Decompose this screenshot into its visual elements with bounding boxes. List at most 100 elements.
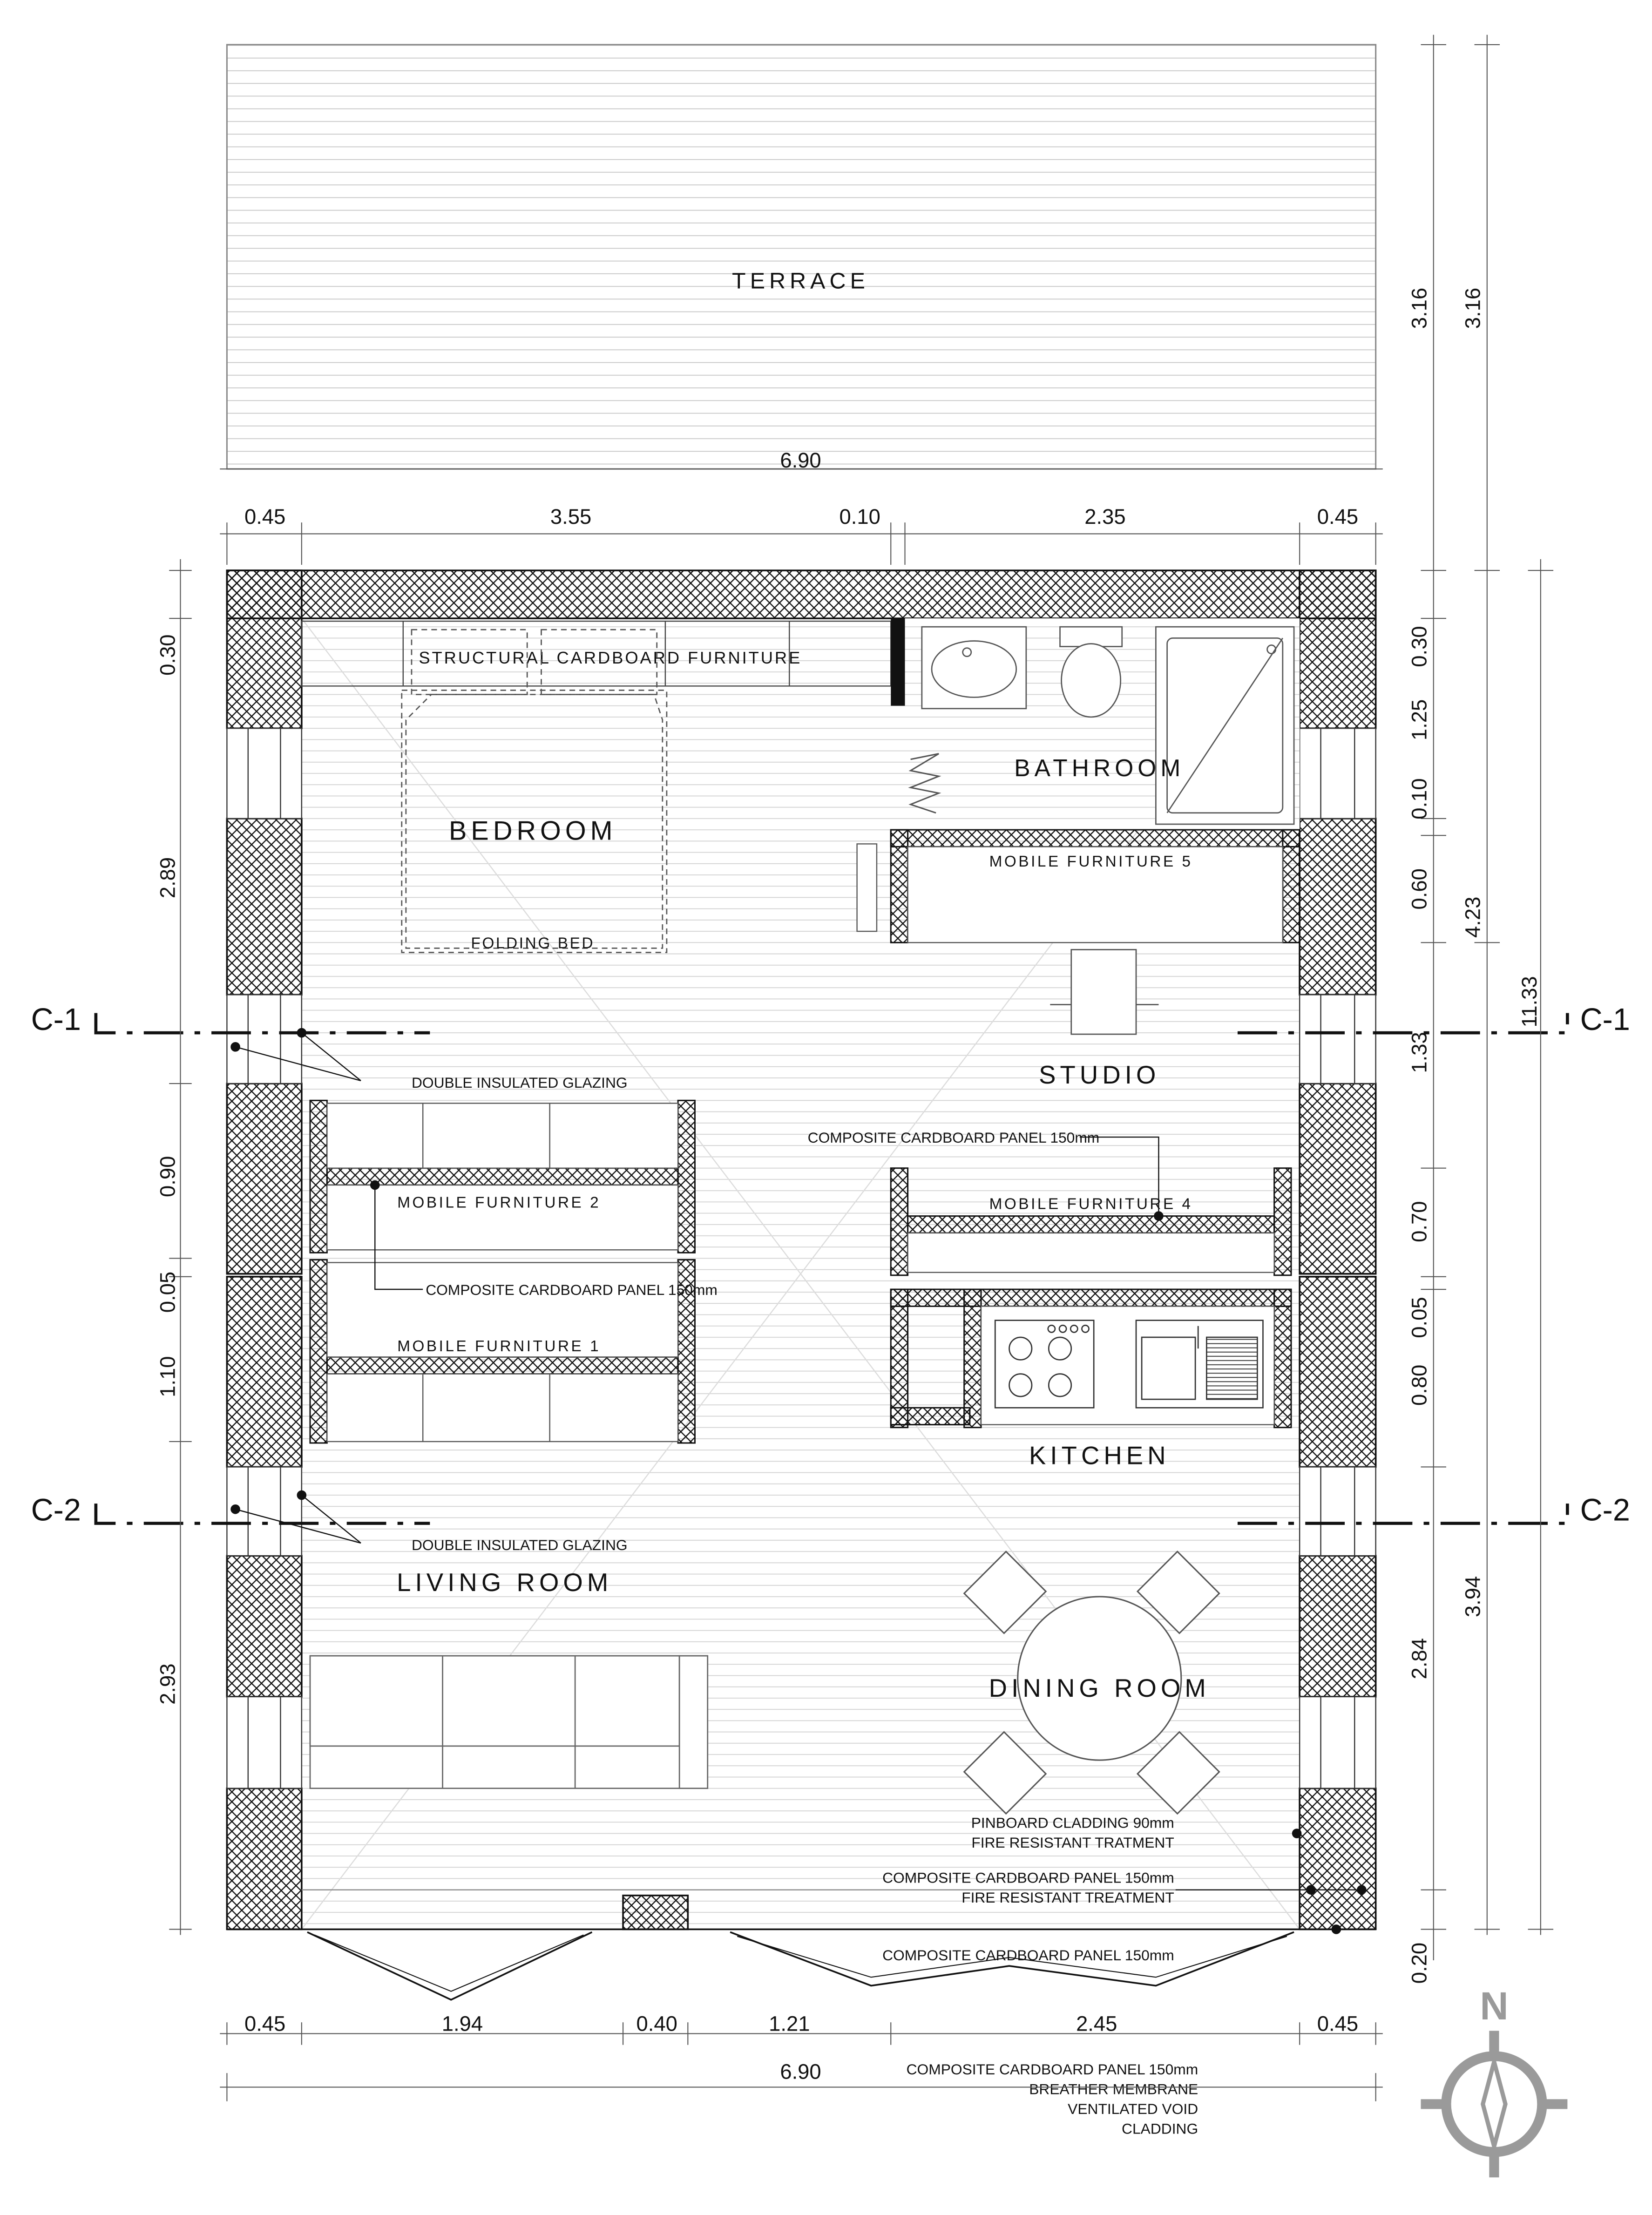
dining-chair: [1136, 1550, 1220, 1634]
dim-right-6: 0.70: [1408, 1201, 1431, 1242]
dimension-text: 6.90 0.45 3.55 0.10 2.35 0.45 0.45 1.94 …: [156, 288, 1541, 2083]
dim-top-3: 0.10: [839, 505, 880, 528]
kitchen-sink: [1135, 1320, 1264, 1409]
side-windows: [226, 727, 1376, 1789]
walls: [226, 569, 1377, 1931]
left-wall-4: [226, 1275, 303, 1468]
dim-right-sub-1: 4.23: [1461, 897, 1485, 938]
dim-right-1: 0.30: [1408, 626, 1431, 667]
annotation-leaders: [230, 1028, 1367, 1934]
right-wall-5: [1299, 1555, 1377, 1698]
dim-bottom-1: 0.45: [244, 2012, 285, 2035]
studio-chair: [1050, 949, 1159, 1035]
left-wall-3: [226, 1083, 303, 1275]
note-layer-2: BREATHER MEMBRANE: [1029, 2081, 1198, 2098]
bedroom-label: BEDROOM: [449, 816, 617, 846]
top-wall: [226, 569, 1377, 619]
dim-bottom-6: 0.45: [1317, 2012, 1358, 2035]
dim-bottom-3: 0.40: [636, 2012, 677, 2035]
dim-bottom-2: 1.94: [442, 2012, 483, 2035]
mobile-furniture-5-label: MOBILE FURNITURE 5: [989, 853, 1193, 870]
dim-right-sub-2: 3.94: [1461, 1576, 1485, 1617]
left-wall-5: [226, 1555, 303, 1698]
note-panel-fire-1: COMPOSITE CARDBOARD PANEL 150mm: [882, 1870, 1174, 1886]
mobile-furniture-1: MOBILE FURNITURE 1: [309, 1259, 696, 1444]
terrace: TERRACE: [226, 44, 1377, 470]
dim-left-4: 0.05: [156, 1272, 179, 1313]
dim-left-2: 2.89: [156, 857, 179, 898]
terrace-label: TERRACE: [732, 269, 869, 294]
dim-right-total: 11.33: [1517, 976, 1541, 1027]
mobile-furniture-2: MOBILE FURNITURE 2: [309, 1099, 696, 1253]
dim-top-1: 0.45: [244, 505, 285, 528]
left-wall-2: [226, 818, 303, 996]
left-wall-1: [226, 569, 303, 729]
bathroom: BATHROOM: [905, 618, 1300, 830]
studio-label: STUDIO: [1039, 1061, 1160, 1089]
structural-furniture-label: STRUCTURAL CARDBOARD FURNITURE: [419, 648, 802, 667]
dining-chair: [963, 1731, 1047, 1815]
note-panel-front: COMPOSITE CARDBOARD PANEL 150mm: [882, 1947, 1174, 1964]
dim-terrace-depth-2: 3.16: [1461, 288, 1485, 329]
right-wall-6: [1299, 1787, 1377, 1931]
note-panel-studio: COMPOSITE CARDBOARD PANEL 150mm: [808, 1129, 1100, 1146]
dim-left-6: 2.93: [156, 1663, 179, 1704]
compass-north-label: N: [1480, 1984, 1508, 2028]
living-room: LIVING ROOM: [309, 1568, 709, 1789]
mobile-furniture-5: MOBILE FURNITURE 5: [856, 829, 1300, 943]
right-wall-4: [1299, 1275, 1377, 1468]
note-glazing-2: DOUBLE INSULATED GLAZING: [412, 1537, 628, 1553]
bedroom: STRUCTURAL CARDBOARD FURNITURE BEDROOM F…: [301, 618, 905, 953]
right-wall-2: [1299, 818, 1377, 996]
dim-right-4: 0.60: [1408, 868, 1431, 909]
right-wall-1: [1299, 569, 1377, 729]
section-c2-right: C-2: [1580, 1493, 1630, 1527]
mobile-furniture-4-label: MOBILE FURNITURE 4: [989, 1195, 1193, 1212]
bottom-wall-block: [622, 1894, 689, 1931]
section-lines: [94, 1013, 1569, 1525]
note-panel-left: COMPOSITE CARDBOARD PANEL 150mm: [426, 1281, 718, 1298]
note-panel-fire-2: FIRE RESISTANT TREATMENT: [961, 1889, 1174, 1906]
living-room-label: LIVING ROOM: [397, 1568, 612, 1597]
dim-terrace-width: 6.90: [780, 448, 821, 472]
left-wall-6: [226, 1787, 303, 1931]
note-layer-1: COMPOSITE CARDBOARD PANEL 150mm: [907, 2061, 1198, 2078]
dining-room-label: DINING ROOM: [989, 1674, 1210, 1702]
dim-top-5: 0.45: [1317, 505, 1358, 528]
dim-right-2: 1.25: [1408, 699, 1431, 740]
note-layer-3: VENTILATED VOID: [1068, 2100, 1198, 2117]
notes: DOUBLE INSULATED GLAZING DOUBLE INSULATE…: [412, 1074, 1198, 2137]
mobile-furniture-1-label: MOBILE FURNITURE 1: [397, 1338, 601, 1355]
dim-terrace-depth-1: 3.16: [1408, 288, 1431, 329]
mobile-furniture-2-label: MOBILE FURNITURE 2: [397, 1194, 601, 1211]
kitchen: KITCHEN: [890, 1288, 1292, 1470]
section-c2-left: C-2: [31, 1493, 81, 1527]
dining-chair: [1136, 1731, 1220, 1815]
studio: STUDIO: [1039, 949, 1160, 1089]
folding-bed-label: FOLDING BED: [471, 935, 595, 952]
dim-bottom-4: 1.21: [769, 2012, 810, 2035]
dim-bottom-total: 6.90: [780, 2059, 821, 2083]
sink: [921, 626, 1027, 710]
dim-right-9: 2.84: [1408, 1638, 1431, 1679]
dining-chair: [963, 1550, 1047, 1634]
dim-left-5: 1.10: [156, 1356, 179, 1397]
dim-right-8: 0.80: [1408, 1365, 1431, 1406]
dim-left-1: 0.30: [156, 635, 179, 676]
right-wall-3: [1299, 1083, 1377, 1275]
dim-right-5: 1.33: [1408, 1032, 1431, 1073]
kitchen-label: KITCHEN: [1029, 1441, 1170, 1470]
cooktop: [994, 1320, 1095, 1409]
mobile-furniture-4: MOBILE FURNITURE 4: [890, 1167, 1292, 1276]
sofa: [309, 1655, 709, 1789]
compass: N: [1421, 1984, 1568, 2178]
compass-needle-icon: [1481, 2053, 1508, 2155]
note-layer-4: CLADDING: [1122, 2120, 1198, 2137]
dim-top-4: 2.35: [1084, 505, 1125, 528]
section-c1-left: C-1: [31, 1003, 81, 1037]
section-c1-right: C-1: [1580, 1003, 1630, 1037]
dim-left-3: 0.90: [156, 1156, 179, 1197]
note-glazing-1: DOUBLE INSULATED GLAZING: [412, 1074, 628, 1091]
front-facade: [227, 1889, 1376, 2001]
